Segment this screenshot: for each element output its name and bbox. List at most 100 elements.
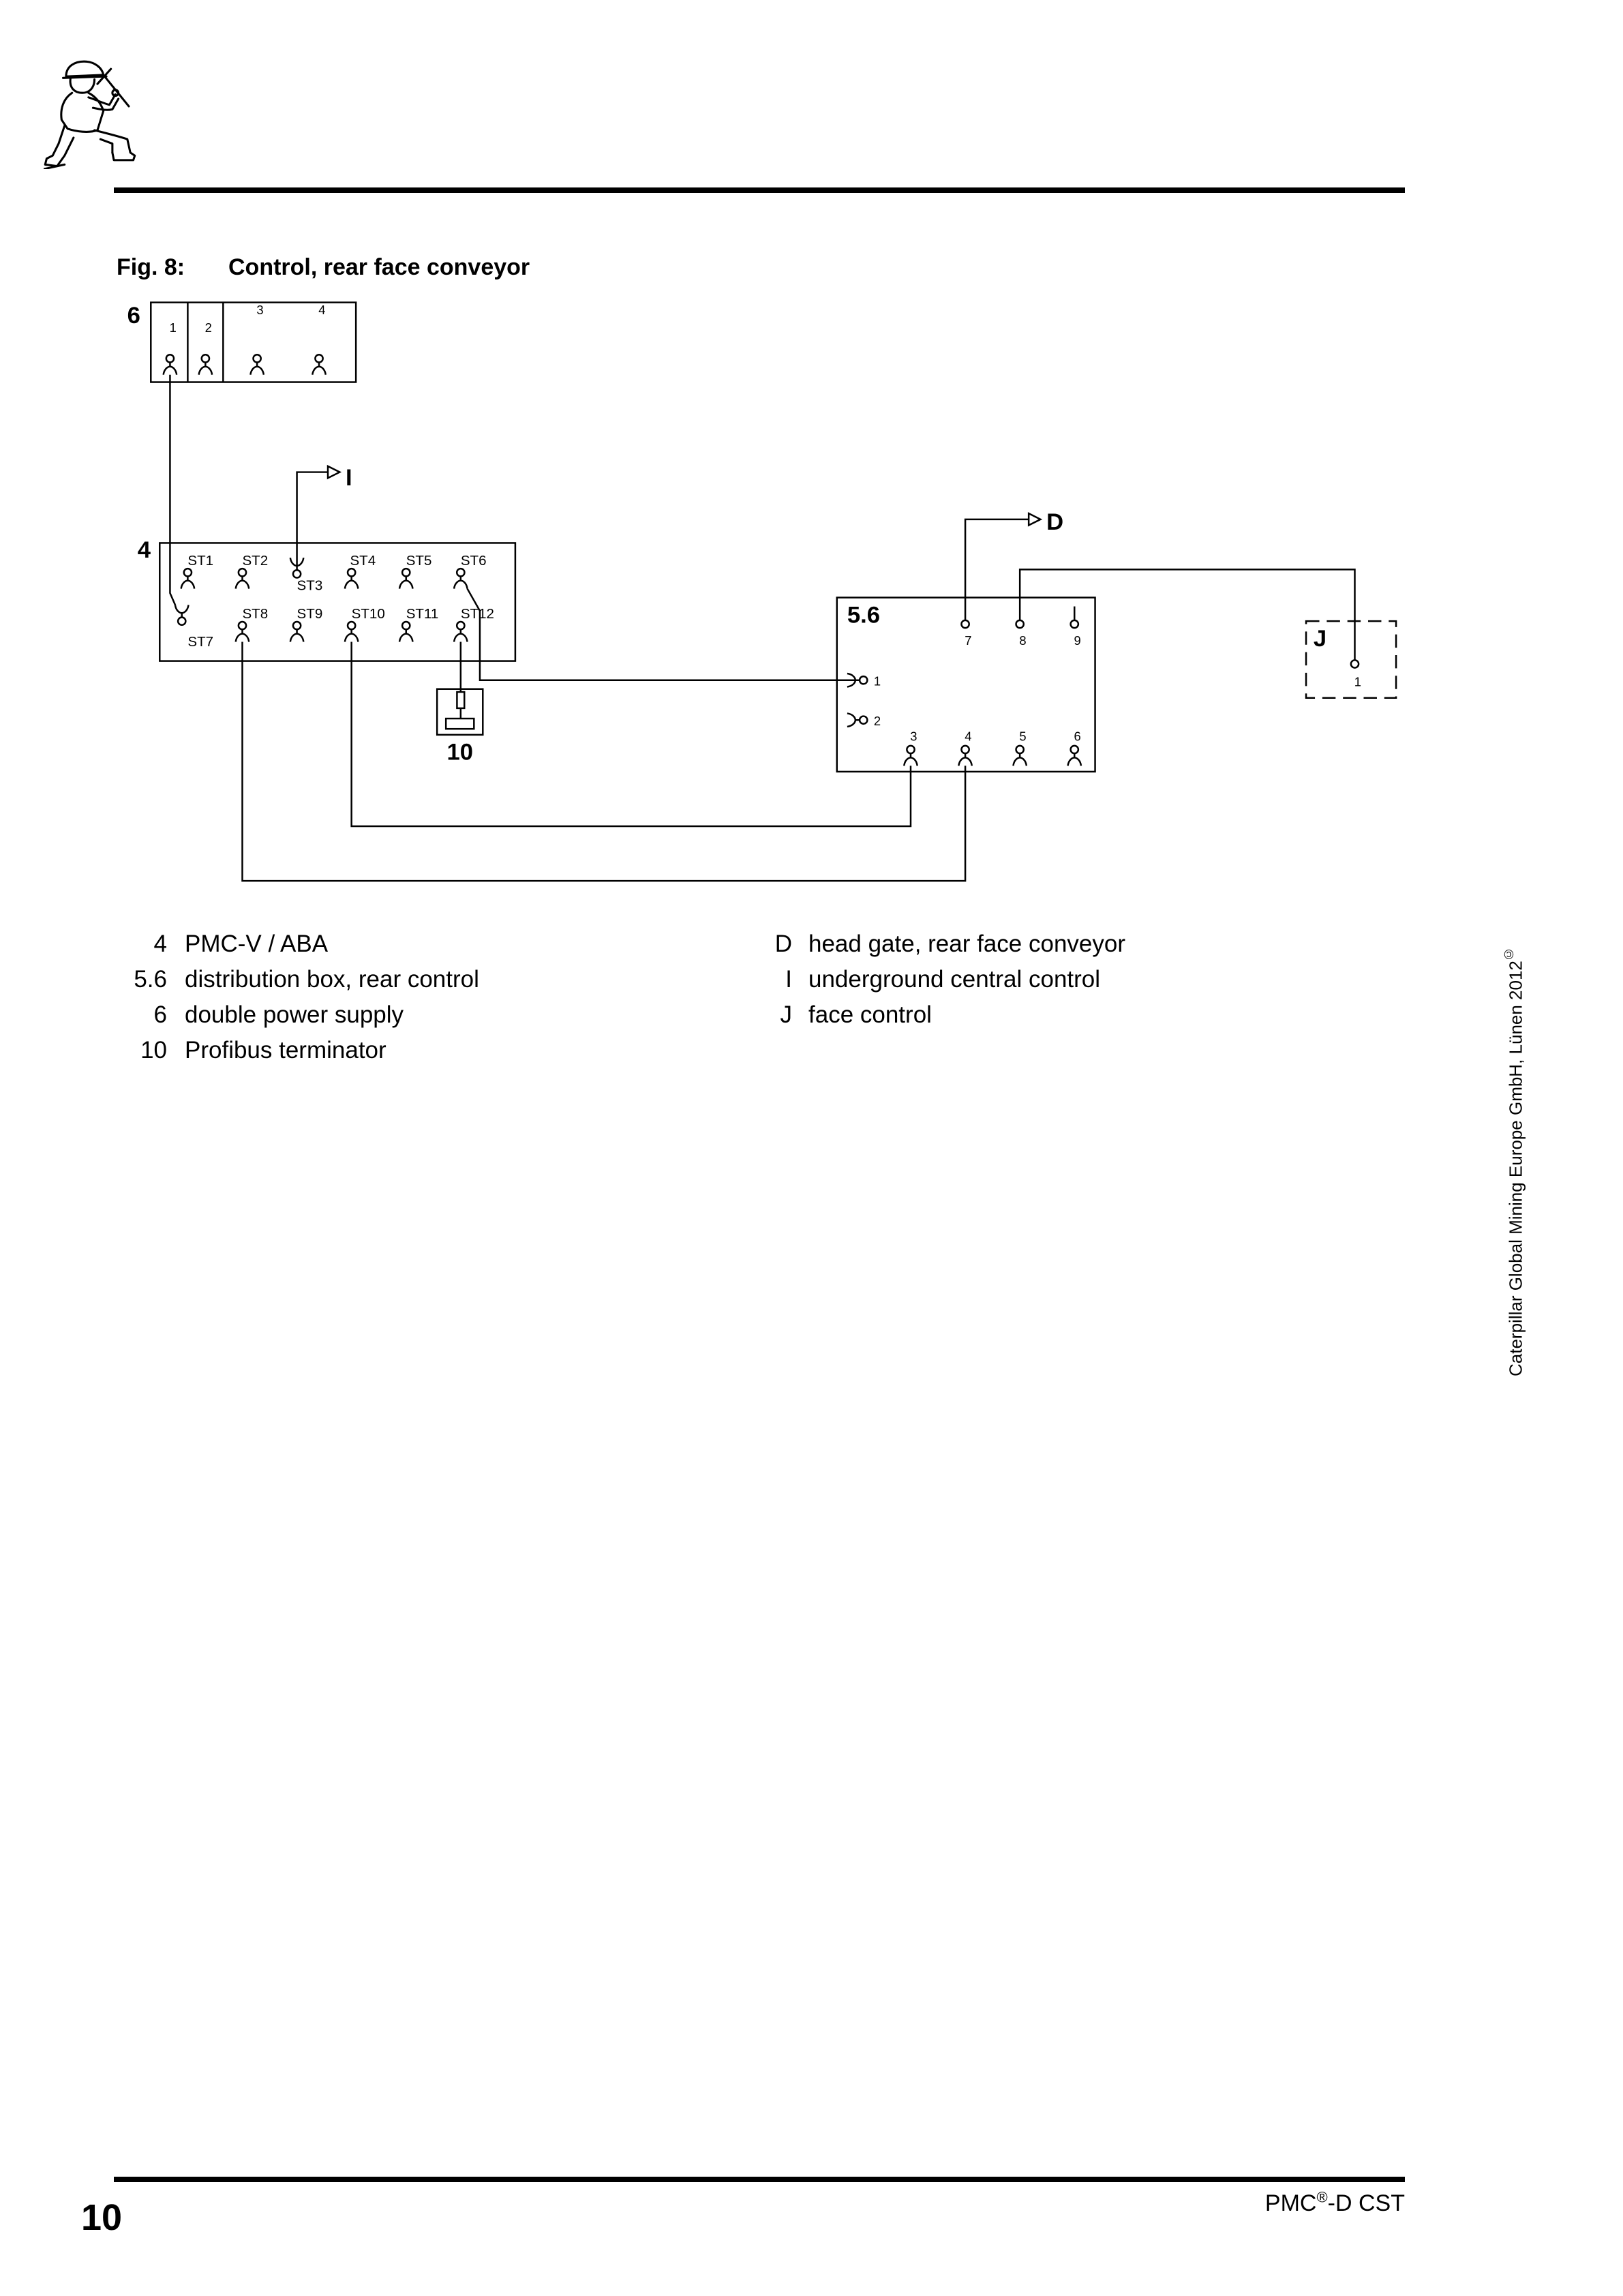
legend-key: 6 xyxy=(153,1001,167,1028)
port-socket-st8 xyxy=(234,620,249,643)
port-label-st10: ST10 xyxy=(351,606,384,622)
distribution-terminal-number: 1 xyxy=(873,674,880,688)
face-control-terminal-number: 1 xyxy=(1354,674,1361,689)
face-control-terminal-1 xyxy=(1350,659,1359,669)
distribution-terminal-number: 8 xyxy=(1019,633,1026,648)
product-name: PMC®-D CST xyxy=(1159,2190,1405,2217)
footer-rule xyxy=(114,2177,1405,2182)
figure-number: Fig. 8: xyxy=(117,254,185,280)
power-supply-label: 6 xyxy=(127,303,140,329)
wire-distribution-7-to-head-gate xyxy=(964,518,1029,620)
distribution-terminal-9 xyxy=(1069,619,1079,629)
legend-key: I xyxy=(785,966,792,993)
distribution-terminal-number: 3 xyxy=(910,729,917,743)
figure-title: Control, rear face conveyor xyxy=(228,254,530,280)
port-label-st1: ST1 xyxy=(187,553,213,569)
wire-st6-to-distribution-1 xyxy=(466,588,855,681)
wire-distribution-8-to-face-control xyxy=(1018,569,1356,661)
power-supply-terminal-number: 1 xyxy=(169,320,176,335)
wire-distribution-4-to-st8 xyxy=(241,641,966,882)
legend-text: head gate, rear face conveyor xyxy=(808,931,1126,957)
distribution-terminal-number: 9 xyxy=(1074,633,1080,648)
port-socket-st2 xyxy=(234,567,249,590)
port-label-st5: ST5 xyxy=(406,553,431,569)
arrow-head-gate-icon xyxy=(1027,512,1042,527)
port-socket-st11 xyxy=(398,620,414,643)
power-supply-unit: 6 1 2 3 4 xyxy=(127,301,357,383)
distribution-terminal-number: 4 xyxy=(965,729,971,743)
wiring: I D xyxy=(168,374,1356,882)
port-label-st9: ST9 xyxy=(297,606,322,622)
wiring-diagram: 6 1 2 3 4 4 ST1 ST2 ST3 ST4 ST5 ST6 ST7 … xyxy=(127,301,1397,882)
legend-text: distribution box, rear control xyxy=(185,966,479,993)
copyright-notice: Caterpillar Global Mining Europe GmbH, L… xyxy=(1496,923,1526,1400)
kneeling-worker-icon xyxy=(44,60,136,169)
registered-mark: ® xyxy=(1316,2188,1328,2206)
distribution-socket-2 xyxy=(846,712,868,728)
power-supply-socket-1 xyxy=(162,354,177,376)
copyright-text: Caterpillar Global Mining Europe GmbH, L… xyxy=(1505,961,1526,1377)
port-label-st12: ST12 xyxy=(460,606,494,622)
copyright-symbol: © xyxy=(1502,946,1516,961)
port-label-st11: ST11 xyxy=(406,606,438,622)
central-control-ref: I xyxy=(345,465,352,491)
distribution-terminal-number: 7 xyxy=(965,633,971,648)
legend-key: 5.6 xyxy=(134,966,167,993)
distribution-socket-5 xyxy=(1012,744,1027,767)
distribution-terminal-7 xyxy=(960,619,970,629)
wire-distribution-3-to-st10 xyxy=(350,641,911,828)
legend-key: D xyxy=(774,931,792,957)
power-supply-socket-2 xyxy=(197,354,213,376)
legend-key: 4 xyxy=(153,931,167,957)
port-label-st4: ST4 xyxy=(350,553,376,569)
resistor-icon xyxy=(455,691,465,710)
legend-text: underground central control xyxy=(808,966,1101,993)
pmc-unit: 4 ST1 ST2 ST3 ST4 ST5 ST6 ST7 ST8 ST9 ST… xyxy=(137,537,516,662)
power-supply-socket-4 xyxy=(311,354,327,376)
face-control: J 1 xyxy=(1305,620,1397,699)
head-gate-ref: D xyxy=(1046,509,1063,535)
arrow-central-control-icon xyxy=(327,464,342,480)
power-supply-socket-3 xyxy=(249,354,264,376)
profibus-terminator: 10 xyxy=(436,641,484,766)
port-label-st7: ST7 xyxy=(187,634,213,650)
port-socket-st5 xyxy=(398,567,414,590)
terminator-housing xyxy=(436,688,484,736)
terminator-label: 10 xyxy=(446,740,473,766)
legend-key: J xyxy=(780,1001,793,1028)
header-rule xyxy=(114,187,1405,193)
power-supply-box xyxy=(149,301,357,383)
port-socket-st6 xyxy=(453,567,468,590)
distribution-box: 5.6 7 8 9 1 2 3 4 5 6 xyxy=(836,596,1096,773)
distribution-socket-3 xyxy=(902,744,918,767)
port-socket-st4 xyxy=(344,567,359,590)
pmc-box xyxy=(158,542,516,662)
distribution-terminal-number: 2 xyxy=(873,714,880,728)
port-socket-st7 xyxy=(174,604,189,626)
port-label-st6: ST6 xyxy=(460,553,486,569)
legend-text: PMC-V / ABA xyxy=(185,931,329,957)
page-number: 10 xyxy=(81,2197,123,2238)
port-socket-st10 xyxy=(344,620,359,643)
pmc-label: 4 xyxy=(137,537,151,563)
distribution-terminal-number: 6 xyxy=(1074,729,1080,743)
distribution-socket-4 xyxy=(957,744,973,767)
terminator-plug xyxy=(444,717,475,730)
distribution-terminal-number: 5 xyxy=(1019,729,1026,743)
power-supply-terminal-number: 4 xyxy=(318,303,325,317)
product-suffix: -D CST xyxy=(1327,2190,1405,2216)
port-label-st8: ST8 xyxy=(242,606,268,622)
power-supply-terminal-number: 2 xyxy=(204,320,211,335)
face-control-label: J xyxy=(1313,626,1326,652)
port-label-st2: ST2 xyxy=(242,553,268,569)
power-supply-terminal-number: 3 xyxy=(256,303,263,317)
port-socket-st12 xyxy=(453,620,468,643)
port-socket-st1 xyxy=(179,567,195,590)
port-label-st3: ST3 xyxy=(297,578,322,594)
legend-text: double power supply xyxy=(185,1001,404,1028)
legend-text: Profibus terminator xyxy=(185,1037,386,1063)
port-socket-st9 xyxy=(289,620,305,643)
product-prefix: PMC xyxy=(1264,2190,1317,2216)
legend-text: face control xyxy=(808,1001,932,1028)
